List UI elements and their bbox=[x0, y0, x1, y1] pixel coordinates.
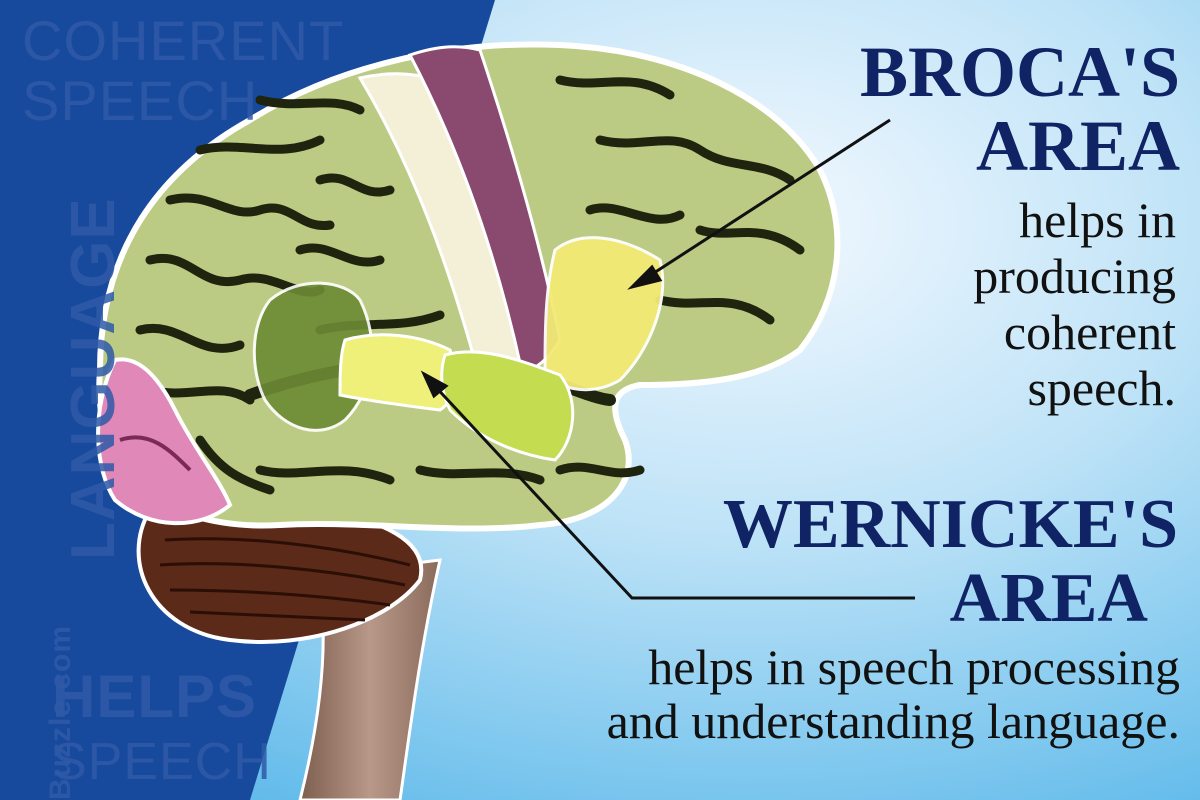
watermark-speech-bottom: SPEECH bbox=[52, 733, 272, 791]
broca-description-line: helps in bbox=[1019, 192, 1176, 248]
wernicke-description: helps in speech processing and understan… bbox=[607, 640, 1180, 748]
broca-description: helps in producing coherent speech. bbox=[973, 192, 1176, 416]
wernicke-pointer-line bbox=[430, 381, 915, 600]
broca-pointer-line bbox=[639, 118, 891, 284]
watermark-coherent: COHERENT bbox=[22, 9, 345, 72]
broca-title-line2: AREA bbox=[975, 106, 1180, 186]
wernicke-description-line: helps in speech processing bbox=[648, 639, 1180, 695]
auditory-region bbox=[440, 350, 575, 462]
broca-region bbox=[543, 236, 665, 392]
broca-description-line: speech. bbox=[1027, 360, 1176, 416]
watermark-language: LANGUAGE bbox=[59, 197, 128, 560]
wernicke-description-line: and understanding language. bbox=[606, 693, 1180, 749]
label-pointers bbox=[420, 118, 915, 600]
broca-description-line: coherent bbox=[1003, 304, 1176, 360]
wernicke-arrowhead bbox=[420, 370, 449, 399]
watermark-helps: HELPS bbox=[52, 663, 258, 730]
wernicke-title-line1: WERNICKE'S bbox=[722, 486, 1178, 563]
occipital-region bbox=[96, 357, 233, 526]
cerebellum bbox=[136, 502, 424, 644]
occipital-fold bbox=[119, 435, 192, 472]
broca-title-line1: BROCA'S bbox=[859, 32, 1180, 112]
wernicke-region bbox=[338, 333, 457, 412]
broca-arrowhead bbox=[627, 264, 663, 290]
wernicke-title-line2: AREA bbox=[949, 560, 1148, 637]
watermark-speech-top: SPEECH bbox=[22, 69, 259, 132]
broca-description-line: producing bbox=[973, 248, 1176, 304]
